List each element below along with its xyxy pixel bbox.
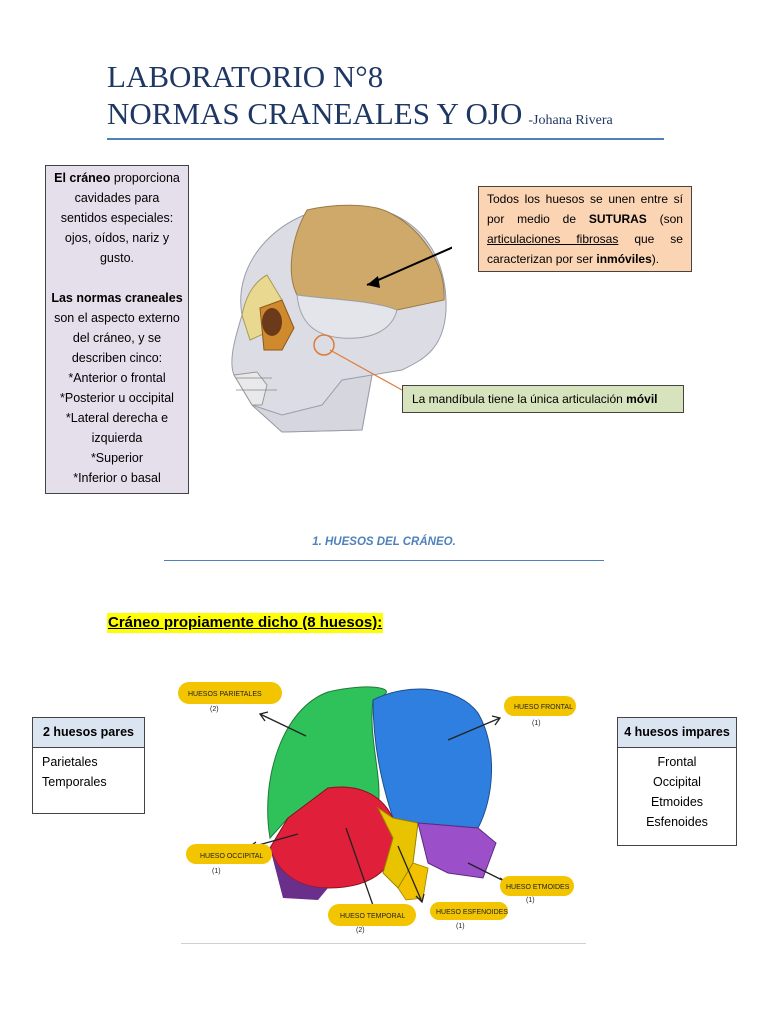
sutures-note: Todos los huesos se unen entre sí por me… <box>478 186 692 272</box>
impares-header: 4 huesos impares <box>618 718 736 748</box>
label-occipital: HUESO OCCIPITAL (1) <box>186 844 272 875</box>
norma-item: *Anterior o frontal <box>68 371 166 385</box>
intro-box: El cráneo proporciona cavidades para sen… <box>45 165 189 494</box>
etmoides-label: HUESO ETMOIDES <box>506 884 570 891</box>
norma-item: *Superior <box>90 451 144 465</box>
impares-item: Occipital <box>653 775 701 789</box>
sutures-text-1: Todos los huesos se unen entre sí por me… <box>487 192 683 226</box>
frontal-label: HUESO FRONTAL <box>514 704 573 711</box>
intro-p2-bold: Las normas craneales <box>51 291 183 305</box>
sutures-text-3: que se caracterizan por ser <box>487 232 683 266</box>
esfenoides-count: (1) <box>456 923 465 930</box>
intro-p1-text: proporciona cavidades para sentidos espe… <box>60 171 180 265</box>
bottom-divider <box>181 943 586 944</box>
temporal-count: (2) <box>356 927 365 934</box>
intro-paragraph-2: Las normas craneales son el aspecto exte… <box>50 288 184 368</box>
frontal-count: (1) <box>532 720 541 727</box>
title-line-2-text: NORMAS CRANEALES Y OJO <box>107 96 523 131</box>
title-line-2: NORMAS CRANEALES Y OJO -Johana Rivera <box>107 95 613 139</box>
impares-item: Esfenoides <box>646 815 708 829</box>
page-title: LABORATORIO N°8 NORMAS CRANEALES Y OJO -J… <box>107 58 613 139</box>
label-esfenoides: HUESO ESFENOIDES (1) <box>430 902 508 930</box>
label-temporal: HUESO TEMPORAL (2) <box>328 904 416 934</box>
pares-header: 2 huesos pares <box>33 718 144 748</box>
pares-item: Parietales <box>42 755 98 769</box>
sutures-underline: articulaciones fibrosas <box>487 232 619 246</box>
subheading: Cráneo propiamente dicho (8 huesos): <box>107 613 384 633</box>
esfenoides-label: HUESO ESFENOIDES <box>436 909 508 916</box>
title-divider <box>107 138 664 140</box>
skull-lateral-illustration <box>231 204 452 433</box>
intro-p2-text: son el aspecto externo del cráneo, y se … <box>54 311 180 365</box>
parietales-label: HUESOS PARIETALES <box>188 691 262 698</box>
norma-item: *Inferior o basal <box>73 471 161 485</box>
label-etmoides: HUESO ETMOIDES (1) <box>500 876 574 904</box>
impares-item: Frontal <box>657 755 697 769</box>
label-parietales: HUESOS PARIETALES (2) <box>178 682 282 713</box>
impares-item: Etmoides <box>650 795 704 809</box>
occipital-count: (1) <box>212 868 221 875</box>
author: -Johana Rivera <box>528 113 613 128</box>
sutures-text-2: (son <box>646 212 683 226</box>
temporal-label: HUESO TEMPORAL <box>340 913 405 920</box>
mandible-note: La mandíbula tiene la única articulación… <box>402 385 684 413</box>
impares-box: 4 huesos impares Frontal Occipital Etmoi… <box>617 717 737 846</box>
movil-bold: móvil <box>626 392 658 406</box>
parietales-count: (2) <box>210 706 219 713</box>
norma-item: *Lateral derecha e izquierda <box>65 411 169 445</box>
sutures-bold: SUTURAS <box>588 212 647 226</box>
etmoides-count: (1) <box>526 897 535 904</box>
section-divider <box>164 560 604 561</box>
occipital-label: HUESO OCCIPITAL <box>200 853 263 860</box>
intro-paragraph-1: El cráneo proporciona cavidades para sen… <box>50 168 184 268</box>
norma-item: *Posterior u occipital <box>60 391 174 405</box>
skull-bones-diagram: HUESOS PARIETALES (2) HUESO FRONTAL (1) … <box>178 682 576 934</box>
mandible-text: La mandíbula tiene la única articulación <box>412 392 627 406</box>
sutures-text-4: ). <box>651 252 660 266</box>
intro-p1-bold: El cráneo <box>54 171 111 185</box>
title-line-1: LABORATORIO N°8 <box>107 59 384 94</box>
label-frontal: HUESO FRONTAL (1) <box>504 696 576 727</box>
inmoviles-bold: inmóviles <box>596 252 652 266</box>
pares-box: 2 huesos pares Parietales Temporales <box>32 717 145 814</box>
section-title: 1. HUESOS DEL CRÁNEO. <box>312 536 456 548</box>
pares-item: Temporales <box>42 775 107 789</box>
